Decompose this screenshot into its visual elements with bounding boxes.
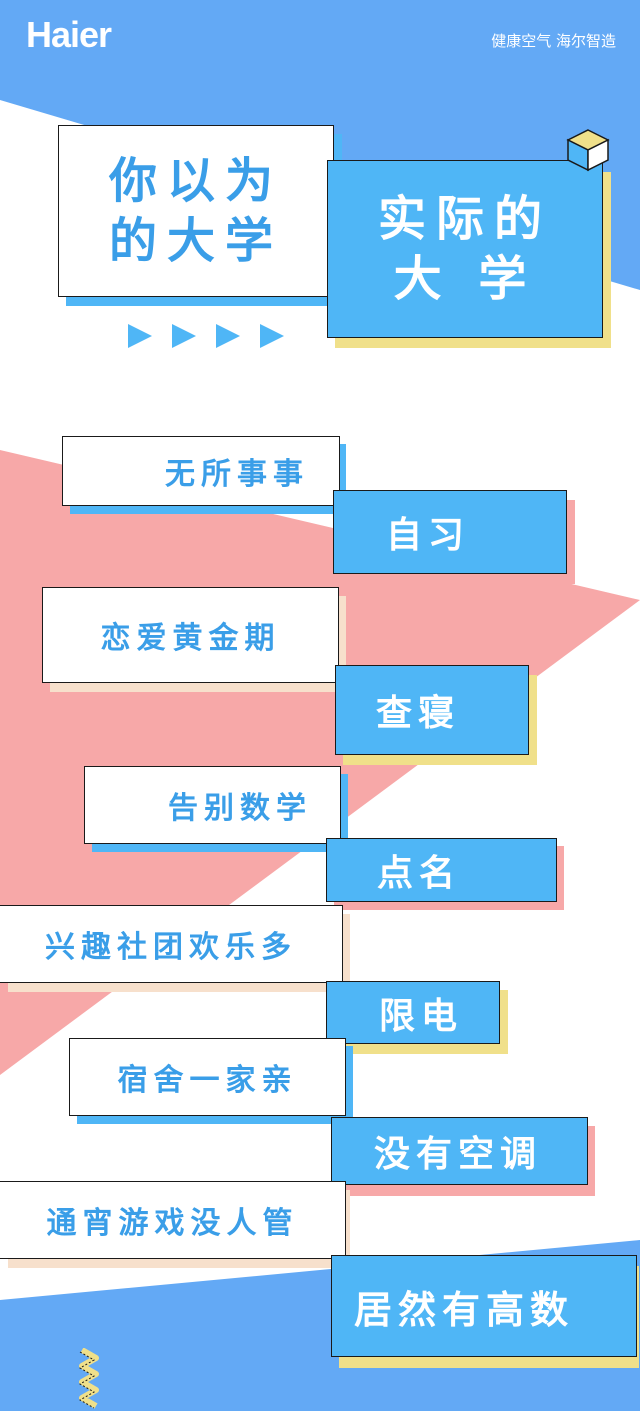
actual-text: 限电 <box>379 995 464 1037</box>
imagined-text: 兴趣社团欢乐多 <box>45 930 297 965</box>
imagined-text: 告别数学 <box>168 791 312 826</box>
cube-icon <box>566 129 610 172</box>
actual-text: 点名 <box>377 853 462 894</box>
zigzag-icon <box>78 1348 99 1409</box>
imagined-card: 通宵游戏没人管 <box>0 1181 346 1259</box>
imagined-text: 通宵游戏没人管 <box>46 1206 299 1241</box>
actual-card: 没有空调 <box>331 1117 588 1185</box>
actual-card: 自习 <box>333 490 567 574</box>
imagined-card: 恋爱黄金期 <box>42 587 339 683</box>
title-left-line1: 你以为 <box>108 153 283 209</box>
imagined-text: 无所事事 <box>165 457 309 492</box>
actual-card: 查寝 <box>335 665 529 755</box>
actual-card: 居然有高数 <box>331 1255 637 1357</box>
actual-text: 没有空调 <box>374 1134 543 1175</box>
title-left-card: 你以为 的大学 <box>58 125 334 297</box>
play-arrow-icon <box>260 324 284 348</box>
tagline: 健康空气 海尔智造 <box>491 32 616 50</box>
play-arrow-icon <box>172 324 196 348</box>
title-left-line2: 的大学 <box>108 213 283 269</box>
actual-card: 限电 <box>326 981 500 1044</box>
title-right-line2: 大 学 <box>393 251 537 307</box>
imagined-text: 宿舍一家亲 <box>117 1063 298 1098</box>
actual-text: 查寝 <box>376 693 461 734</box>
actual-card: 点名 <box>326 838 557 902</box>
title-right-line1: 实际的 <box>377 191 552 247</box>
title-right-card: 实际的 大 学 <box>327 160 603 338</box>
haier-logo: Haier <box>26 14 112 55</box>
arrows-row <box>128 324 284 348</box>
play-arrow-icon <box>128 324 152 348</box>
imagined-card: 宿舍一家亲 <box>69 1038 346 1116</box>
imagined-card: 兴趣社团欢乐多 <box>0 905 343 983</box>
actual-text: 自习 <box>386 515 471 556</box>
actual-text: 居然有高数 <box>354 1287 575 1332</box>
imagined-card: 告别数学 <box>84 766 341 844</box>
play-arrow-icon <box>216 324 240 348</box>
imagined-text: 恋爱黄金期 <box>100 621 281 656</box>
imagined-card: 无所事事 <box>62 436 340 506</box>
